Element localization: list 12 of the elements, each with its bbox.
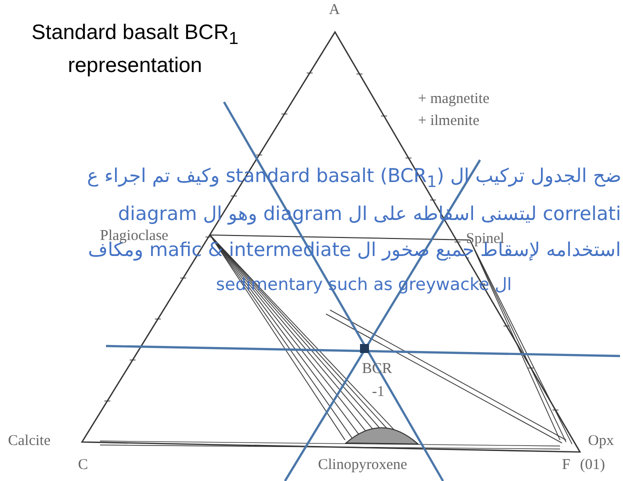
- title: Standard basalt BCR$_{1}$ representation: [30, 20, 240, 79]
- phase-label: + ilmenite: [418, 114, 480, 129]
- point-label: -1: [372, 385, 384, 400]
- phase-label: Plagioclase: [100, 229, 168, 244]
- phase-label: Clinopyroxene: [318, 458, 408, 473]
- vertex-label: F: [562, 458, 570, 473]
- phase-label: Calcite: [8, 434, 50, 449]
- vertex-label: C: [78, 458, 88, 473]
- phase-label: + magnetite: [418, 92, 490, 107]
- phase-label: Opx: [588, 434, 614, 449]
- vertex-label: (01): [580, 458, 605, 473]
- vertex-label: A: [329, 3, 340, 18]
